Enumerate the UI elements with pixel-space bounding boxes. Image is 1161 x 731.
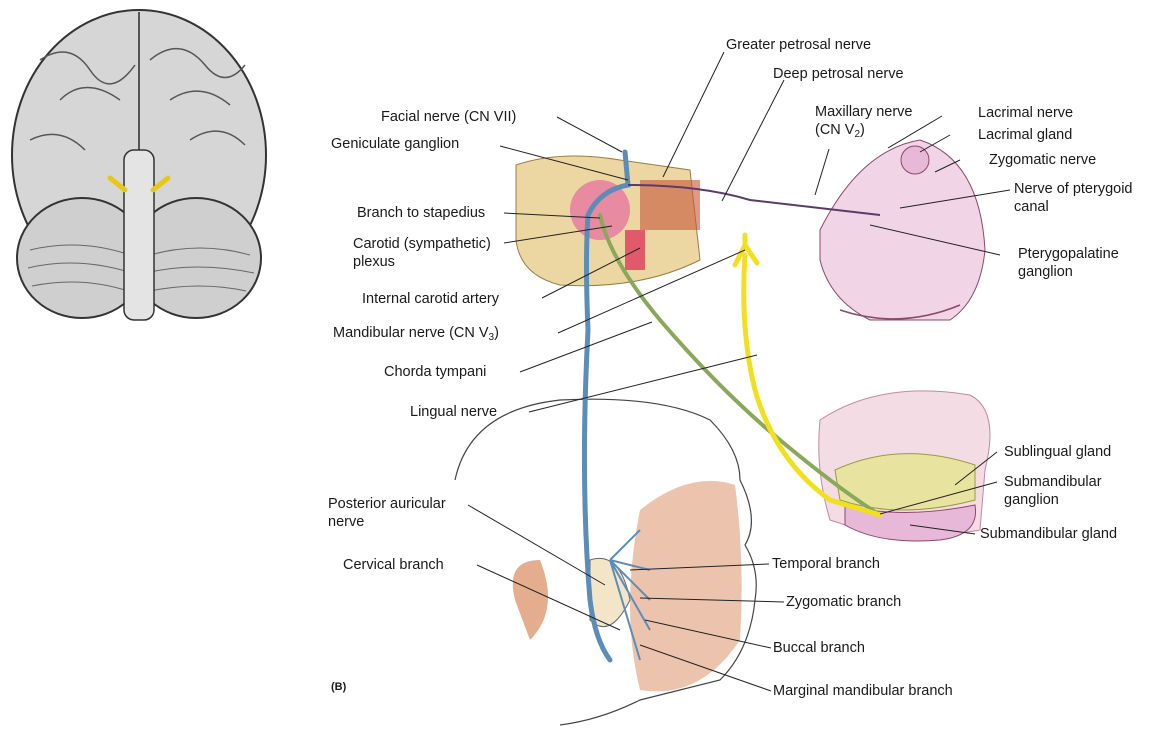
label-pterygopalatine-2: ganglion xyxy=(1018,264,1073,281)
label-facial-nerve: Facial nerve (CN VII) xyxy=(381,109,516,126)
head-outline xyxy=(455,399,756,725)
label-maxillary-nerve-1: Maxillary nerve xyxy=(815,104,913,121)
temporal-bone-region xyxy=(516,156,700,286)
label-geniculate-ganglion: Geniculate ganglion xyxy=(331,136,459,153)
label-branch-to-stapedius: Branch to stapedius xyxy=(357,205,485,222)
label-nerve-pterygoid-canal-2: canal xyxy=(1014,199,1049,216)
label-deep-petrosal-nerve: Deep petrosal nerve xyxy=(773,66,904,83)
label-zygomatic-nerve: Zygomatic nerve xyxy=(989,152,1096,169)
label-posterior-auricular-2: nerve xyxy=(328,514,364,531)
label-submandibular-ganglion-2: ganglion xyxy=(1004,492,1059,509)
label-marginal-mandibular-branch: Marginal mandibular branch xyxy=(773,683,953,700)
label-submandibular-gland: Submandibular gland xyxy=(980,526,1117,543)
label-pterygopalatine-1: Pterygopalatine xyxy=(1018,246,1119,263)
label-chorda-tympani: Chorda tympani xyxy=(384,364,486,381)
label-cervical-branch: Cervical branch xyxy=(343,557,444,574)
label-greater-petrosal-nerve: Greater petrosal nerve xyxy=(726,37,871,54)
label-posterior-auricular-1: Posterior auricular xyxy=(328,496,446,513)
label-carotid-plexus-1: Carotid (sympathetic) xyxy=(353,236,491,253)
label-lacrimal-nerve: Lacrimal nerve xyxy=(978,105,1073,122)
maxillary-region xyxy=(820,140,985,320)
label-nerve-pterygoid-canal-1: Nerve of pterygoid xyxy=(1014,181,1132,198)
label-lingual-nerve: Lingual nerve xyxy=(410,404,497,421)
label-lacrimal-gland: Lacrimal gland xyxy=(978,127,1072,144)
label-submandibular-ganglion-1: Submandibular xyxy=(1004,474,1102,491)
label-sublingual-gland: Sublingual gland xyxy=(1004,444,1111,461)
label-temporal-branch: Temporal branch xyxy=(772,556,880,573)
label-buccal-branch: Buccal branch xyxy=(773,640,865,657)
submandibular-region xyxy=(819,391,990,541)
label-mandibular-nerve: Mandibular nerve (CN V3) xyxy=(333,325,499,346)
label-internal-carotid-artery: Internal carotid artery xyxy=(362,291,499,308)
label-zygomatic-branch: Zygomatic branch xyxy=(786,594,901,611)
label-carotid-plexus-2: plexus xyxy=(353,254,395,271)
brain-inferior-view xyxy=(12,10,266,320)
label-maxillary-nerve-2: (CN V2) xyxy=(815,122,865,143)
figure-tag: (B) xyxy=(331,681,346,693)
